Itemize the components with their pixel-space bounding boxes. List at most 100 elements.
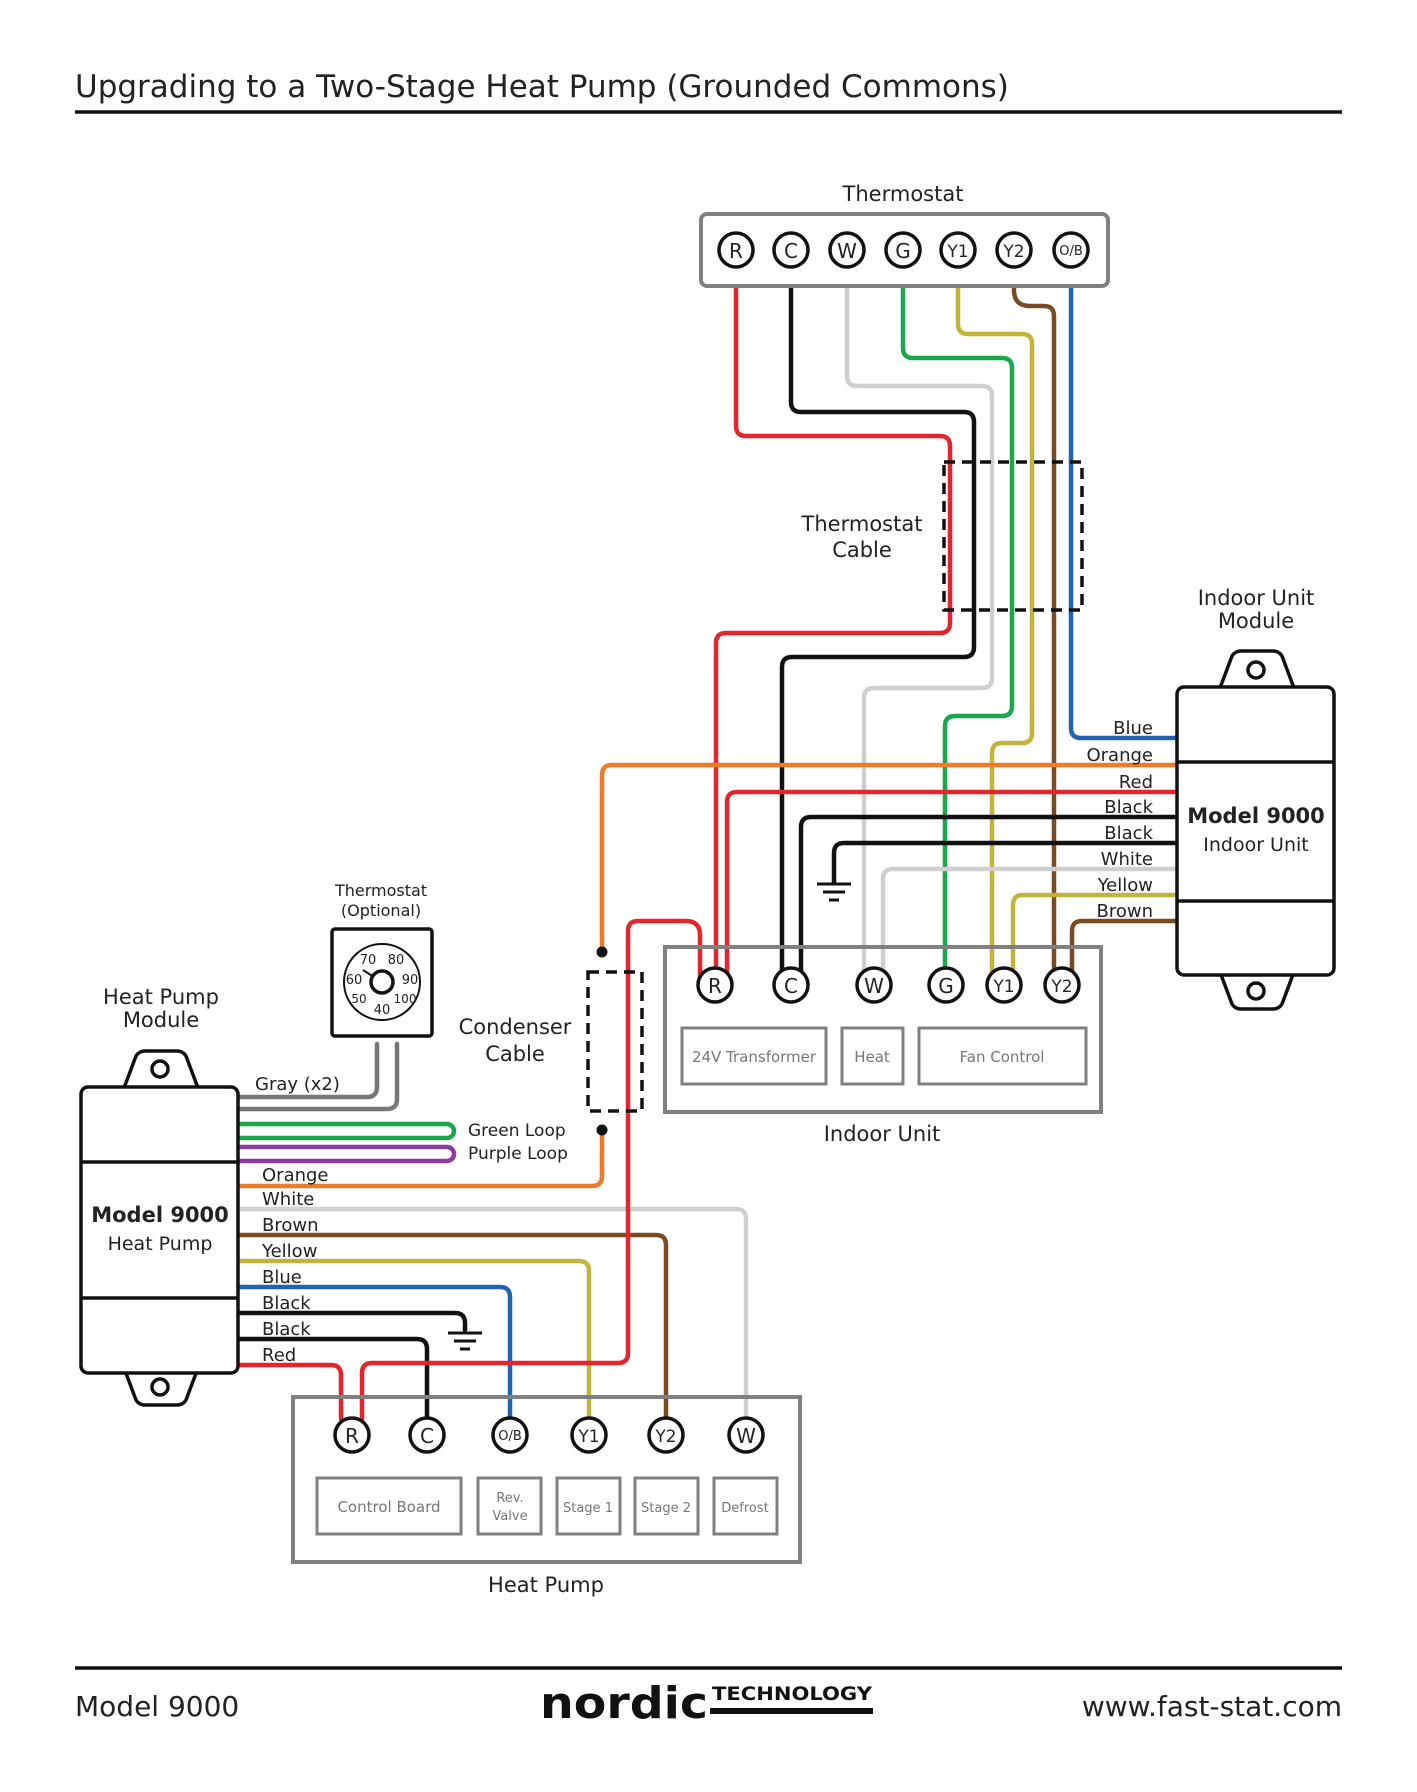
indoor-module-wire-labels: Blue Orange Red Black Black White Yellow… <box>1086 718 1153 922</box>
heatpump-module-tab-hole <box>150 1377 170 1397</box>
indoor-module-body <box>1175 685 1336 977</box>
wire-black-thermostat-c <box>779 249 977 987</box>
heatpump-terminal-c <box>408 1416 446 1454</box>
wire-purple-loop <box>235 1144 457 1164</box>
heatpump-terminal-y1 <box>570 1416 608 1454</box>
ground-symbol-heatpump <box>448 1331 482 1351</box>
thermostat-cable-label: Cable <box>832 538 892 562</box>
wire-white-indoor-module <box>880 866 1179 987</box>
wire-white-thermostat-w <box>844 249 995 987</box>
thermostat-terminal-ob <box>1052 231 1090 269</box>
heatpump-module-title: Module <box>123 1008 199 1032</box>
indoor-unit-box <box>663 945 1103 1114</box>
green-loop-label: Green Loop <box>468 1121 566 1141</box>
heatpump-box-label: Control Board <box>337 1498 440 1516</box>
indoor-terminal-label: Y1 <box>992 977 1014 997</box>
heatpump-module-model: Model 9000 <box>91 1203 229 1227</box>
thermostat-terminals: R C W G Y1 Y2 O/B <box>717 231 1090 269</box>
wire-label: Blue <box>1113 718 1153 739</box>
indoor-box-label: Heat <box>854 1048 890 1066</box>
heatpump-box-label: Rev. <box>496 1491 523 1506</box>
thermostat-terminal-w <box>828 231 866 269</box>
indoor-box-label: 24V Transformer <box>692 1048 817 1066</box>
wire-gray-2 <box>235 1041 400 1112</box>
indoor-module-title: Module <box>1218 609 1294 633</box>
wire-label: Black <box>1104 823 1153 844</box>
logo-word: nordic <box>540 1678 708 1729</box>
heatpump-module-subtitle: Heat Pump <box>108 1233 213 1255</box>
heatpump-module-tab-hole <box>150 1059 170 1079</box>
heatpump-terminal-r <box>333 1416 371 1454</box>
wire-label: White <box>1101 849 1153 870</box>
wire-label: Black <box>262 1293 311 1314</box>
wire-label: Black <box>262 1319 311 1340</box>
optional-thermostat-label: Thermostat <box>334 881 427 900</box>
wire-brown-thermostat-y2 <box>1011 249 1057 987</box>
heatpump-box-stage1 <box>555 1476 622 1536</box>
thermostat-terminal-label: O/B <box>1059 244 1083 259</box>
wire-label: Yellow <box>1097 875 1153 896</box>
heatpump-box-rev-valve <box>476 1476 543 1536</box>
condenser-dot-top <box>596 946 608 958</box>
heatpump-terminal-ob <box>491 1416 529 1454</box>
thermostat-cable-label: Thermostat <box>801 512 923 536</box>
condenser-cable-label: Cable <box>485 1042 545 1066</box>
indoor-box-fan-control <box>917 1026 1088 1086</box>
dial-label: 70 <box>360 953 377 968</box>
heat-pump-terminals: R C O/B Y1 Y2 W <box>333 1416 765 1454</box>
condenser-cable-box <box>586 970 644 1113</box>
wire-white-heatpump-module <box>235 1206 749 1422</box>
wire-brown-indoor-module <box>1069 918 1179 987</box>
wire-gray-1 <box>235 1041 380 1100</box>
indoor-module-model: Model 9000 <box>1187 804 1325 828</box>
thermostat-title: Thermostat <box>842 182 964 206</box>
indoor-terminal-y1 <box>985 966 1023 1004</box>
page-title: Upgrading to a Two-Stage Heat Pump (Grou… <box>75 69 1009 105</box>
wire-label: White <box>262 1189 314 1210</box>
wire-label: Yellow <box>261 1241 317 1262</box>
wire-blue-thermostat-ob <box>1068 249 1179 741</box>
heatpump-terminal-y2 <box>647 1416 685 1454</box>
footer-url: www.fast-stat.com <box>1082 1690 1342 1723</box>
thermostat-terminal-g <box>884 231 922 269</box>
footer-model: Model 9000 <box>75 1690 239 1723</box>
indoor-terminal-label: Y2 <box>1050 977 1072 997</box>
thermostat-terminal-label: W <box>837 239 857 263</box>
indoor-terminal-r <box>696 966 734 1004</box>
indoor-terminal-label: R <box>708 974 722 998</box>
indoor-unit-terminals: R C W G Y1 Y2 <box>696 966 1081 1004</box>
heatpump-terminal-w <box>727 1416 765 1454</box>
wire-orange-heatpump-module <box>235 1126 605 1189</box>
thermostat-terminal-label: G <box>895 239 911 263</box>
heat-pump-box <box>291 1395 802 1564</box>
wire-red-condenser <box>359 918 703 1422</box>
indoor-terminal-label: G <box>938 974 954 998</box>
dial-label: 40 <box>374 1003 391 1018</box>
wire-label: Orange <box>262 1165 329 1186</box>
thermostat-dial: 70 80 60 90 50 100 40 <box>343 943 421 1021</box>
thermostat-terminal-label: C <box>784 239 798 263</box>
heatpump-box-label: Valve <box>492 1509 527 1524</box>
heatpump-terminal-label: Y2 <box>654 1427 676 1447</box>
wire-blue-heatpump-module <box>235 1284 513 1422</box>
logo-tagline: TECHNOLOGY <box>712 1683 872 1705</box>
thermostat-terminal-r <box>717 231 755 269</box>
dial-label: 60 <box>346 973 363 988</box>
indoor-terminal-c <box>772 966 810 1004</box>
indoor-terminal-label: C <box>784 974 798 998</box>
purple-loop-label: Purple Loop <box>468 1144 568 1164</box>
thermostat-terminal-label: R <box>729 239 743 263</box>
optional-thermostat-label: (Optional) <box>341 901 421 920</box>
heatpump-terminal-label: W <box>736 1424 756 1448</box>
indoor-unit-title: Indoor Unit <box>824 1122 941 1146</box>
indoor-module-title: Indoor Unit <box>1198 586 1315 610</box>
logo-underline <box>710 1708 873 1714</box>
wire-green-loop <box>235 1121 457 1141</box>
heatpump-module-wire-labels: Orange White Brown Yellow Blue Black Bla… <box>261 1165 329 1366</box>
indoor-module-subtitle: Indoor Unit <box>1203 834 1308 856</box>
wire-label: Brown <box>1097 901 1154 922</box>
thermostat-terminal-y1 <box>939 231 977 269</box>
heatpump-box-defrost <box>712 1476 779 1536</box>
indoor-terminal-y2 <box>1043 966 1081 1004</box>
